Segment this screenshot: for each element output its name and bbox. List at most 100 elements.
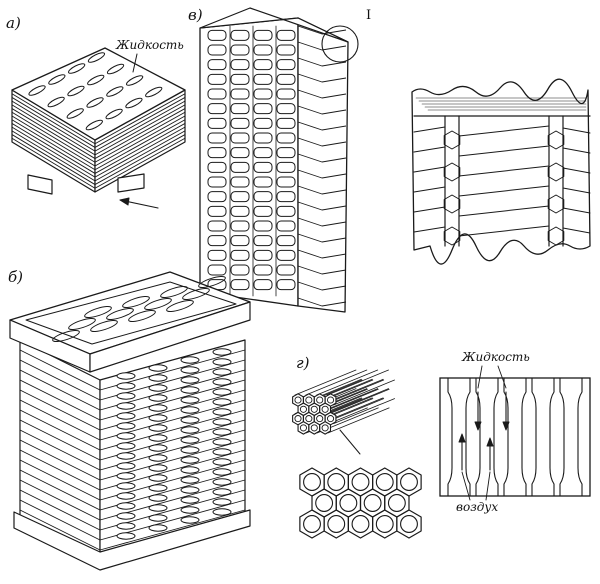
tower-tube-oval xyxy=(253,264,273,276)
tower-side-fin xyxy=(297,89,347,99)
long-channel-wall xyxy=(577,377,583,497)
bundle-round-bore xyxy=(316,415,324,423)
core-a-fin-layer xyxy=(11,137,186,189)
tower-tube-oval xyxy=(253,205,273,217)
core-b-tube-oval xyxy=(180,376,200,384)
core-b-tube-oval xyxy=(148,514,168,522)
core-b-fin-layer xyxy=(19,369,246,411)
tank-slot xyxy=(84,305,112,319)
tower-tube-oval xyxy=(276,191,296,203)
core-b-tube-oval xyxy=(180,486,200,494)
core-a-slot xyxy=(145,86,163,98)
core-b-tube-oval xyxy=(148,474,168,482)
tower-tube-oval xyxy=(253,147,273,159)
core-b-tube-oval xyxy=(116,372,136,380)
detail-fin xyxy=(458,145,550,157)
detail-fin xyxy=(562,167,591,174)
tower-tube-oval xyxy=(230,132,250,144)
tower-tube-oval xyxy=(276,59,296,71)
tower-tube-oval xyxy=(207,220,227,232)
air-label-leader xyxy=(485,471,491,501)
core-b-tube-oval xyxy=(148,444,168,452)
tower-tube-oval xyxy=(207,235,227,247)
core-b-tube-oval xyxy=(116,432,136,440)
core-b-tube-oval xyxy=(180,366,200,374)
tank-inner-rim xyxy=(25,281,237,345)
label-liquid-top: Жидкость xyxy=(116,38,184,52)
detail-fin xyxy=(413,226,446,233)
liquid-label-leader xyxy=(497,365,507,389)
core-b-tube-oval xyxy=(180,496,200,504)
core-b-tube-oval xyxy=(212,348,232,356)
bundle-tube-edge xyxy=(327,388,390,415)
tank-slot xyxy=(68,317,96,331)
tower-tube-oval xyxy=(253,220,273,232)
tower-tube-oval xyxy=(253,73,273,85)
core-b-tube-oval xyxy=(148,394,168,402)
bundle-leader-line xyxy=(339,429,361,455)
tower-tube-oval xyxy=(253,132,273,144)
detail-fin xyxy=(458,185,550,197)
tower-tube-oval xyxy=(230,29,250,41)
core-b-tube-oval xyxy=(180,416,200,424)
hex-cell-bore xyxy=(400,473,418,491)
tower-tube-oval xyxy=(276,220,296,232)
detail-fin xyxy=(413,206,446,213)
core-b-tube-oval xyxy=(116,452,136,460)
core-a-fin-layer xyxy=(11,111,186,163)
tower-side-fin xyxy=(297,137,347,147)
bundle-round-bore xyxy=(294,415,302,423)
core-b-tube-oval xyxy=(116,482,136,490)
hex-cell-bore xyxy=(351,515,370,533)
tower-tube-oval xyxy=(207,147,227,159)
tube-tower-core-v xyxy=(199,7,359,313)
detail-fin xyxy=(562,127,591,134)
bundle-round-bore xyxy=(316,396,324,404)
bundle-hex-end xyxy=(319,421,332,435)
bundle-round-bore xyxy=(310,424,318,432)
core-b-tube-oval xyxy=(180,506,200,514)
core-b-tube-oval xyxy=(148,524,168,532)
tower-tube-oval xyxy=(207,264,227,276)
long-channel-wall xyxy=(531,377,537,497)
core-b-tube-oval xyxy=(116,462,136,470)
tower-tube-oval xyxy=(276,88,296,100)
core-b-tube-oval xyxy=(212,448,232,456)
core-a-slot xyxy=(125,97,143,109)
core-b-fin-layer xyxy=(19,509,246,551)
tower-tube-oval xyxy=(276,235,296,247)
tower-side-fin xyxy=(297,233,347,243)
core-a-slot xyxy=(67,85,85,97)
tank-side-front xyxy=(89,301,251,373)
core-b-fin-layer xyxy=(19,429,246,471)
detail-fin xyxy=(413,126,446,133)
bundle-tube-edge xyxy=(327,369,389,396)
tower-side-fin xyxy=(297,153,347,163)
tower-side-fin xyxy=(297,25,347,35)
core-b-tube-oval xyxy=(212,378,232,386)
tower-tube-oval xyxy=(253,279,273,291)
tower-tube-oval xyxy=(230,279,250,291)
tank-slot xyxy=(52,329,80,343)
long-channel-wall xyxy=(465,377,471,497)
liquid-arrow-head xyxy=(474,421,482,431)
bundle-round-bore xyxy=(299,424,307,432)
core-b-tube-oval xyxy=(212,428,232,436)
tower-tube-oval xyxy=(230,191,250,203)
detail-fin xyxy=(458,205,550,217)
long-channel-wall xyxy=(447,377,453,497)
core-a-slot xyxy=(87,52,106,63)
hex-cell-bore xyxy=(375,473,394,491)
tower-tube-oval xyxy=(276,44,296,56)
bundle-round-bore xyxy=(299,405,307,413)
label-panel-b: б) xyxy=(8,268,24,286)
tower-tube-oval xyxy=(230,176,250,188)
tower-tube-oval xyxy=(230,88,250,100)
tower-side-fin xyxy=(297,297,347,307)
core-b-tube-oval xyxy=(148,364,168,372)
tower-side-fin xyxy=(297,41,347,51)
hex-cell-bore xyxy=(303,515,321,533)
hex-cell-bore xyxy=(351,473,370,491)
tower-tube-oval xyxy=(253,88,273,100)
